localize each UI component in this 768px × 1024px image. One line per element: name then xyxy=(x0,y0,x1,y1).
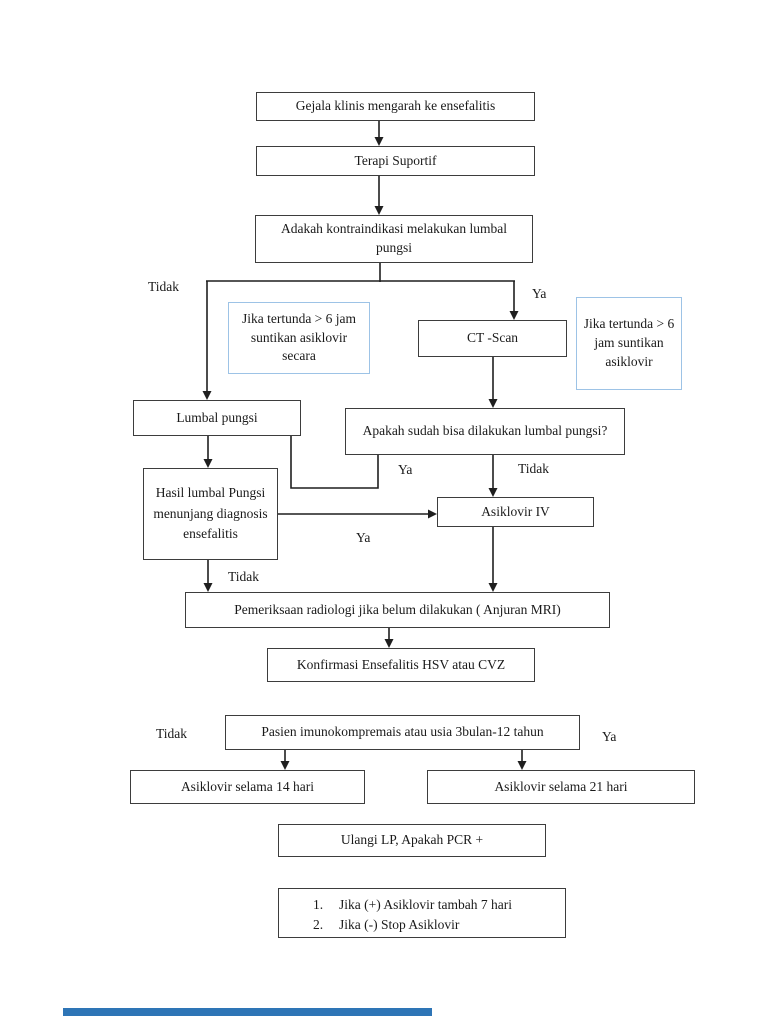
arrowhead xyxy=(374,137,384,146)
note-tertunda-right: Jika tertunda > 6 jam suntikan asiklovir xyxy=(576,297,682,390)
node-asiklovir-iv: Asiklovir IV xyxy=(437,497,594,527)
arrowhead xyxy=(384,639,394,648)
arrowhead xyxy=(280,761,290,770)
label-ya-lumbal-pungsi: Ya xyxy=(398,462,413,477)
arrowhead xyxy=(517,761,527,770)
list-item: 1. Jika (+) Asiklovir tambah 7 hari xyxy=(313,895,557,915)
list-item-text: Jika (-) Stop Asiklovir xyxy=(339,916,460,932)
arrowhead xyxy=(509,311,519,320)
node-lumbal-pungsi: Lumbal pungsi xyxy=(133,400,301,436)
arrowhead xyxy=(203,583,213,592)
list-item: 2. Jika (-) Stop Asiklovir xyxy=(313,915,557,935)
page-bottom-bar xyxy=(63,1008,432,1016)
list-item-text: Jika (+) Asiklovir tambah 7 hari xyxy=(339,897,512,912)
node-ulangi-lp: Ulangi LP, Apakah PCR + xyxy=(278,824,546,857)
arrowhead xyxy=(203,459,213,468)
node-asiklovir-21-hari: Asiklovir selama 21 hari xyxy=(427,770,695,804)
node-kontraindikasi: Adakah kontraindikasi melakukan lumbal p… xyxy=(255,215,533,263)
arrowhead xyxy=(202,391,212,400)
arrowhead xyxy=(488,399,498,408)
node-konfirmasi-ensefalitis: Konfirmasi Ensefalitis HSV atau CVZ xyxy=(267,648,535,682)
note-tertunda-left: Jika tertunda > 6 jam suntikan asiklovir… xyxy=(228,302,370,374)
node-terapi-suportif: Terapi Suportif xyxy=(256,146,535,176)
node-asiklovir-14-hari: Asiklovir selama 14 hari xyxy=(130,770,365,804)
node-pemeriksaan-radiologi: Pemeriksaan radiologi jika belum dilakuk… xyxy=(185,592,610,628)
label-tidak-hasil-lumbal: Tidak xyxy=(228,569,260,584)
node-hasil-lumbal: Hasil lumbal Pungsi menunjang diagnosis … xyxy=(143,468,278,560)
arrowhead xyxy=(374,206,384,215)
node-apakah-sudah-bisa: Apakah sudah bisa dilakukan lumbal pungs… xyxy=(345,408,625,455)
list-item-number: 2. xyxy=(313,916,324,932)
label-ya-kontraindikasi: Ya xyxy=(532,286,547,301)
list-item-number: 1. xyxy=(313,897,324,912)
arrowhead xyxy=(428,509,437,519)
label-tidak-lumbal-pungsi: Tidak xyxy=(518,461,550,476)
node-ct-scan: CT -Scan xyxy=(418,320,567,357)
label-tidak-usia: Tidak xyxy=(156,726,188,741)
label-ya-hasil-lumbal: Ya xyxy=(356,530,371,545)
node-jika-hasil-pcr: 1. Jika (+) Asiklovir tambah 7 hari 2. J… xyxy=(278,888,566,938)
label-ya-usia: Ya xyxy=(602,729,617,744)
label-tidak-kontraindikasi: Tidak xyxy=(148,279,180,294)
arrowhead xyxy=(488,583,498,592)
node-gejala-klinis: Gejala klinis mengarah ke ensefalitis xyxy=(256,92,535,121)
arrowhead xyxy=(488,488,498,497)
node-pasien-imunokompremais: Pasien imunokompremais atau usia 3bulan-… xyxy=(225,715,580,750)
